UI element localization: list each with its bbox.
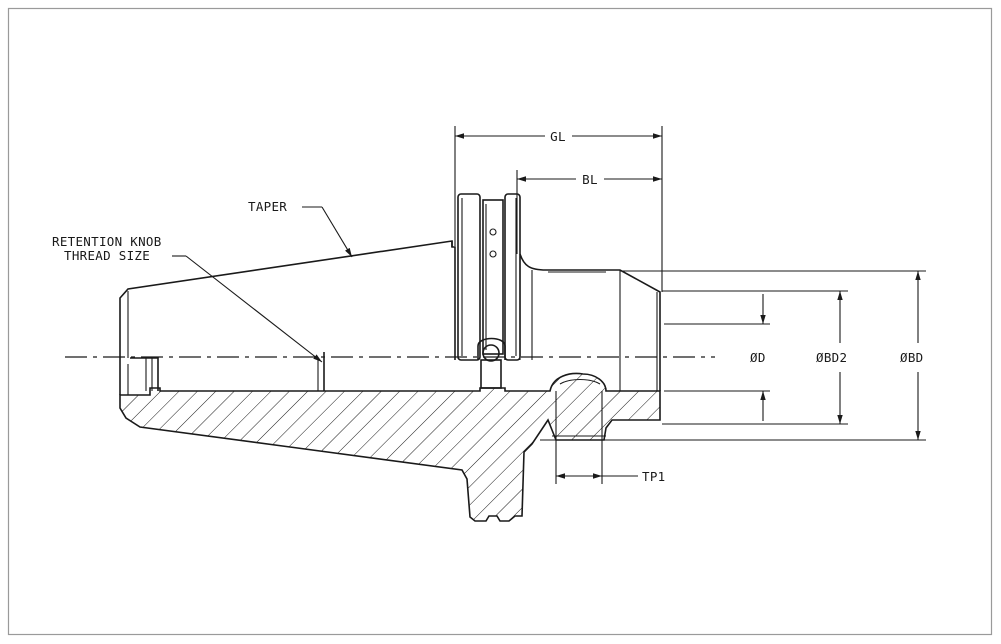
d-dimension xyxy=(664,294,770,421)
taper-label: TAPER xyxy=(248,199,287,214)
gl-label: GL xyxy=(550,129,566,144)
thread-size-label: THREAD SIZE xyxy=(64,248,150,263)
bl-dimension xyxy=(516,170,662,254)
retention-knob-label: RETENTION KNOB xyxy=(52,234,162,249)
gl-dimension xyxy=(454,126,663,292)
tp1-dimension xyxy=(555,440,638,484)
tp1-label: TP1 xyxy=(642,469,665,484)
flange xyxy=(451,193,521,389)
taper-leader xyxy=(302,206,353,258)
bd-dimension xyxy=(540,270,926,441)
holder-body xyxy=(519,253,661,440)
bd2-dimension xyxy=(662,290,848,425)
bl-label: BL xyxy=(582,172,598,187)
d-label: ØD xyxy=(750,350,766,365)
section-hatch xyxy=(119,372,661,522)
sheet-border xyxy=(7,7,993,636)
bd2-label: ØBD2 xyxy=(816,350,847,365)
bd-label: ØBD xyxy=(900,350,923,365)
retention-leader xyxy=(172,255,323,363)
taper-body xyxy=(119,240,453,395)
